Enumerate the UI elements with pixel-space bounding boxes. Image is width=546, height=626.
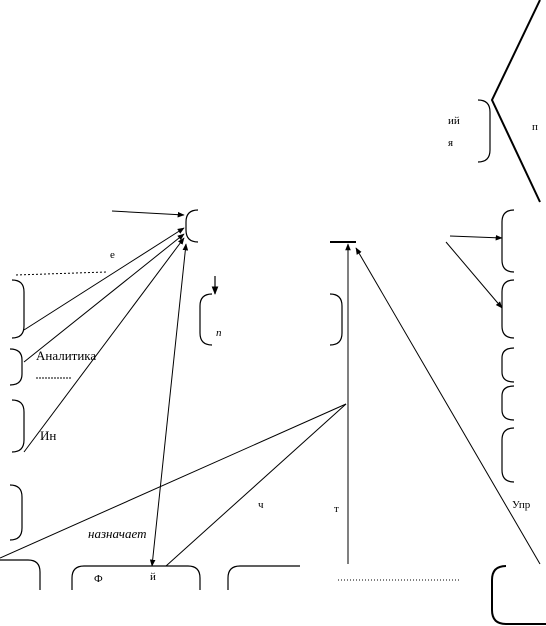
box-bottom-2-label: Ф — [94, 573, 103, 585]
arrow-to-right-box2 — [445, 241, 503, 309]
t-label: т — [334, 503, 339, 515]
dotted-line — [15, 271, 107, 276]
arrow-left1-to-center — [23, 227, 185, 331]
box-bottom-2-sub: й — [150, 571, 156, 583]
box-right-5 — [501, 427, 515, 483]
analytics-label: Аналитика — [36, 348, 96, 363]
arrow-left3-to-center — [23, 237, 185, 453]
box-top-right — [477, 99, 491, 163]
box-top-right-label: ий — [448, 115, 460, 127]
box-left-1 — [11, 279, 25, 339]
diamond-label: п — [532, 121, 538, 133]
box-left-4 — [9, 484, 23, 541]
arrow-into-center-top — [111, 210, 185, 218]
box-right-2 — [501, 279, 515, 339]
box-left-2 — [9, 348, 23, 386]
diagonal-to-top — [355, 247, 541, 565]
arrow-to-right-box1 — [449, 234, 503, 241]
box-center-top — [185, 209, 199, 243]
box-bottom-2 — [71, 565, 201, 590]
assigns-label: назначает — [88, 526, 147, 541]
box-bottom-4 — [491, 565, 546, 625]
box-left-3 — [11, 399, 25, 453]
top-right-frame — [490, 0, 541, 203]
arrow-left2-to-center — [23, 233, 185, 363]
box-right-1 — [501, 209, 515, 273]
box-bottom-3 — [227, 565, 300, 590]
label-e: е — [110, 249, 115, 261]
box-bottom-1 — [0, 559, 41, 590]
box-mid-left-label: п — [216, 327, 222, 339]
double-arrow-assigns — [149, 243, 189, 567]
box-top-right-sub: я — [448, 137, 453, 149]
upr-label: Упр — [512, 499, 531, 511]
ch-label: ч — [258, 499, 264, 511]
line-mid-to-bottom-left — [0, 403, 347, 559]
box-right-4 — [501, 385, 515, 421]
box-right-3 — [501, 347, 515, 383]
box-mid-center — [329, 293, 343, 346]
in-label: Ин — [40, 428, 56, 443]
box-mid-left — [199, 293, 213, 346]
line-mid-to-bottom-center — [165, 403, 347, 567]
